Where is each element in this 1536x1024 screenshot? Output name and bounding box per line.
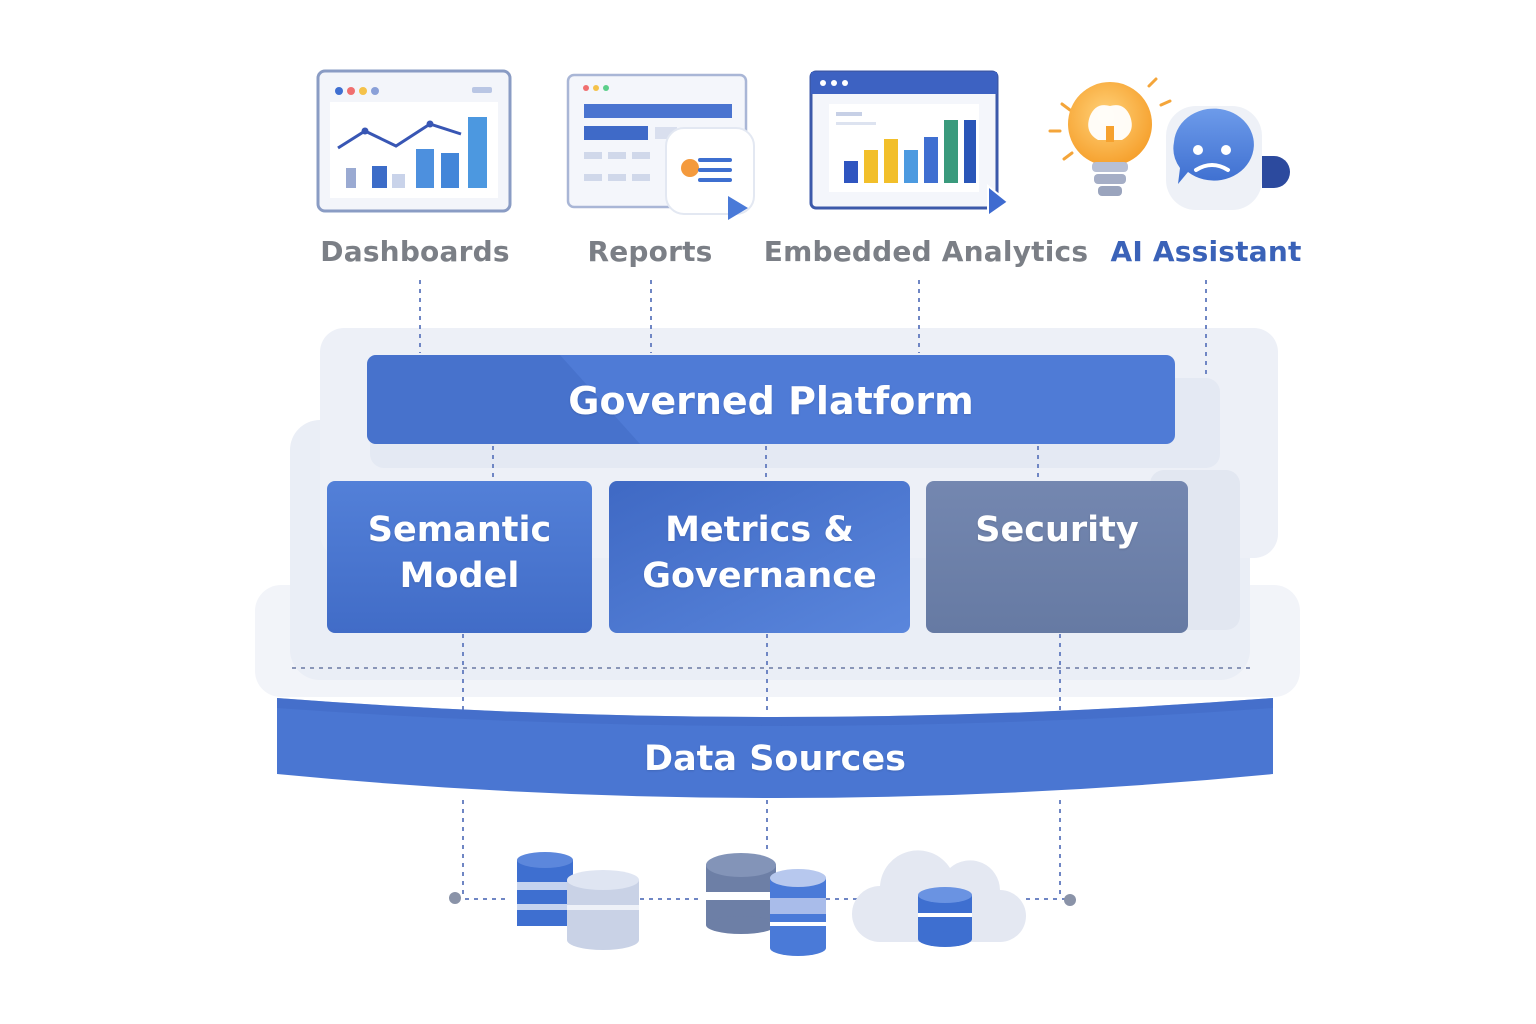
lightbulb-chat-icon: [1048, 77, 1290, 210]
connector-endpoint-left: [449, 892, 461, 904]
database-stack-icon: [517, 852, 639, 950]
embedded-chart-window-icon: [809, 70, 1010, 218]
dashboard-window-icon: [316, 69, 512, 213]
metrics-governance-box: [609, 481, 910, 633]
semantic-model-line1: Semantic: [367, 510, 552, 550]
security-label: Security: [926, 508, 1188, 554]
consumer-label-ai-assistant: AI Assistant: [1110, 235, 1302, 268]
security-line1: Security: [975, 510, 1139, 550]
database-cylinders-icon: [706, 853, 826, 956]
semantic-model-line2: Model: [399, 555, 520, 596]
metrics-governance-label: Metrics & Governance: [609, 508, 910, 599]
metrics-governance-line2: Governance: [642, 555, 877, 596]
data-sources-title: Data Sources: [644, 739, 906, 779]
connector-endpoint-right: [1064, 894, 1076, 906]
semantic-model-box: [327, 481, 592, 633]
metrics-governance-line1: Metrics &: [665, 510, 854, 550]
semantic-model-label: Semantic Model: [327, 508, 592, 599]
data-sources-band: [277, 698, 1273, 798]
governed-platform-bar: [367, 355, 1175, 444]
consumer-label-dashboards: Dashboards: [320, 235, 510, 268]
cloud-database-icon: [852, 850, 1026, 947]
consumer-label-reports: Reports: [587, 235, 713, 268]
report-document-icon: [566, 73, 755, 220]
connector-lines: [292, 280, 1254, 900]
consumer-label-embedded-analytics: Embedded Analytics: [763, 235, 1089, 268]
security-box: [926, 481, 1188, 633]
governed-platform-title: Governed Platform: [568, 379, 974, 423]
